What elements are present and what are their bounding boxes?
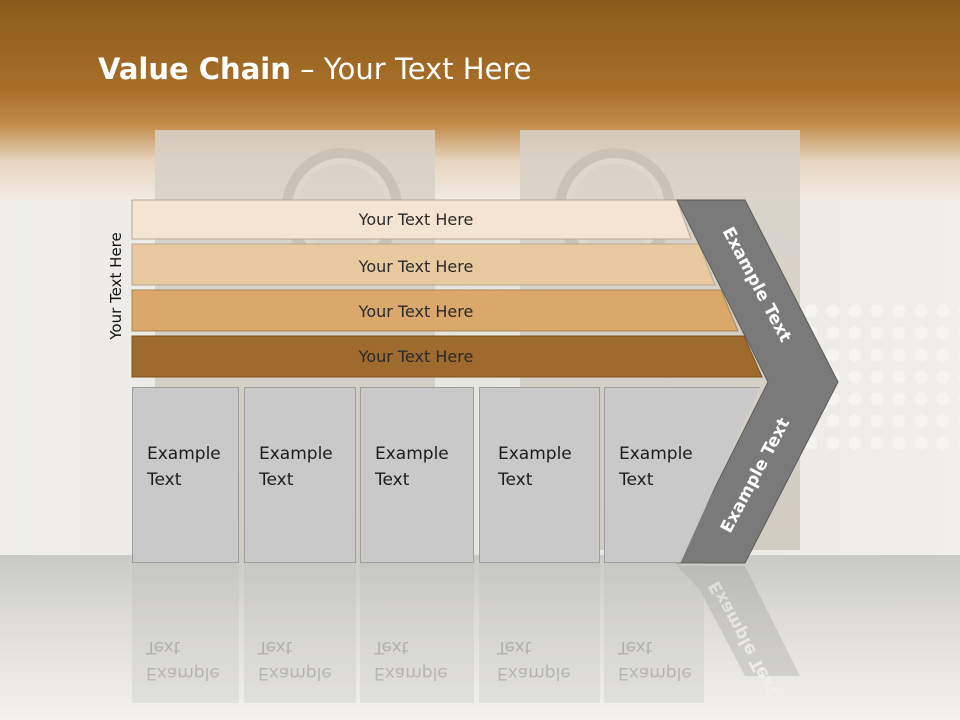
- box-label-line: Text: [147, 470, 182, 490]
- box-label-line: Text: [619, 470, 654, 490]
- support-activity-bar: [131, 335, 763, 378]
- box-label-line: Example: [619, 444, 693, 464]
- slide-title: Value Chain – Your Text Here: [98, 52, 532, 86]
- chevron-arrow: [676, 199, 839, 564]
- bar-label: Your Text Here: [358, 302, 474, 321]
- floor-reflection-area: [0, 555, 960, 720]
- box-label-line: Example: [375, 444, 449, 464]
- box-label-line: Example: [498, 444, 572, 464]
- support-activity-bar: [131, 199, 692, 240]
- support-activity-bar: [131, 289, 739, 332]
- box-label-line: Example: [147, 444, 221, 464]
- bar-label: Your Text Here: [358, 257, 474, 276]
- box-label-line: Example: [259, 444, 333, 464]
- support-activity-bar: [131, 243, 716, 286]
- bar-label: Your Text Here: [358, 210, 474, 229]
- bar-label: Your Text Here: [358, 347, 474, 366]
- box-label-line: Text: [259, 470, 294, 490]
- box-label-line: Text: [498, 470, 533, 490]
- box-label-line: Text: [375, 470, 410, 490]
